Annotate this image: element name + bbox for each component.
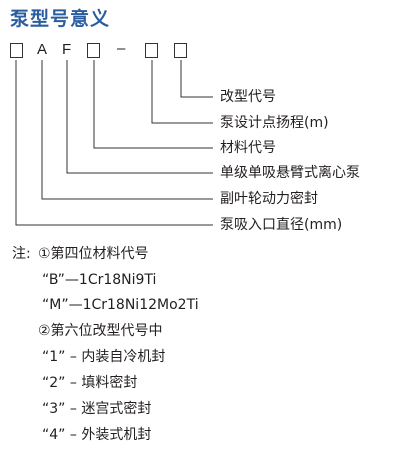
code-box-modification <box>174 43 187 58</box>
code-box-diameter <box>10 43 23 58</box>
connector-head <box>151 60 213 124</box>
code-letter-f: F <box>62 41 72 58</box>
page-title: 泵型号意义 <box>10 8 111 30</box>
note-2-item-1: “1” – 内装自冷机封 <box>42 349 166 365</box>
note-1-title: ①第四位材料代号 <box>38 246 149 262</box>
note-2-title: ②第六位改型代号中 <box>38 323 163 339</box>
note-2-item-2: “2” – 填料密封 <box>42 375 138 391</box>
code-dash: – <box>117 40 126 57</box>
note-2-item-4: “4” – 外装式机封 <box>42 427 152 443</box>
label-modification-code: 改型代号 <box>220 89 276 105</box>
connector-material <box>93 60 213 149</box>
label-inlet-diameter: 泵吸入口直径(mm) <box>220 217 343 233</box>
connector-letter-a <box>41 60 213 200</box>
connector-modification <box>180 60 213 98</box>
note-1-m: “M”—1Cr18Ni12Mo2Ti <box>42 297 199 313</box>
code-box-material <box>87 43 100 58</box>
code-box-head <box>145 43 158 58</box>
label-material-code: 材料代号 <box>220 140 276 156</box>
note-1-b: “B”—1Cr18Ni9Ti <box>42 272 157 288</box>
notes-prefix: 注: <box>12 246 31 262</box>
code-letter-a: A <box>37 41 48 58</box>
connector-letter-f <box>66 60 213 174</box>
label-pump-type: 单级单吸悬臂式离心泵 <box>220 165 360 181</box>
note-2-item-3: “3” – 迷宫式密封 <box>42 401 152 417</box>
label-seal-type: 副叶轮动力密封 <box>220 191 318 207</box>
label-design-head: 泵设计点扬程(m) <box>220 115 329 131</box>
connector-diameter <box>15 60 213 226</box>
